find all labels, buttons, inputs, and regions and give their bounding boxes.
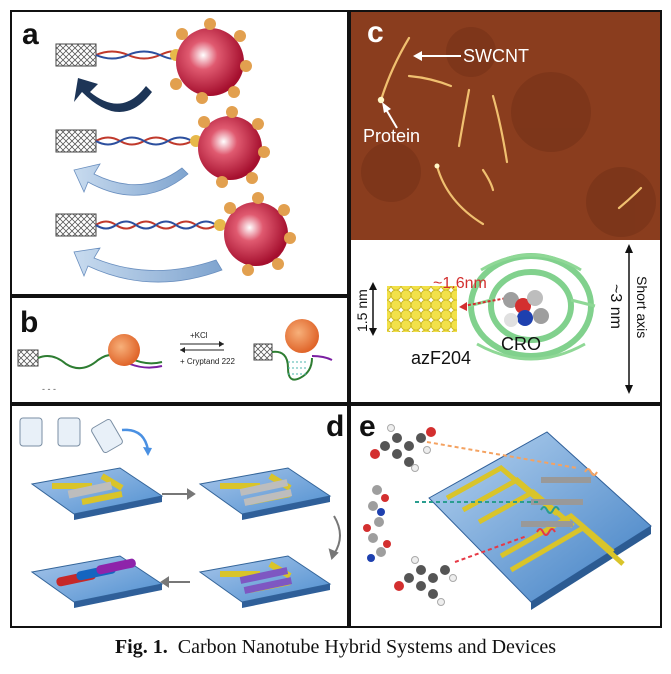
residue-label: azF204: [411, 348, 471, 368]
svg-text:- - -: - - -: [42, 384, 56, 394]
figure-caption: Fig. 1. Carbon Nanotube Hybrid Systems a…: [0, 636, 671, 659]
panel-c: SWCNT Protein c 1.5 nm ~1.6nm: [349, 10, 662, 404]
panel-b: b - - - +KCl + Cryptand 222: [10, 296, 349, 404]
panel-d-illustration: [19, 417, 341, 608]
protein-label: Protein: [363, 126, 420, 146]
panel-b-label: b: [20, 306, 39, 339]
short-axis-label: Short axis: [634, 276, 650, 338]
chromophore-label: CRO: [501, 334, 541, 354]
hybrid-row-2: [55, 106, 270, 196]
panel-d: d: [10, 404, 349, 628]
vials: [19, 417, 152, 456]
cryptand-label: + Cryptand 222: [180, 357, 235, 366]
hybrid-row-3: [55, 192, 296, 283]
chip-step-2: [198, 467, 332, 520]
steroid-molecule-top: [370, 424, 436, 472]
caption-text: Carbon Nanotube Hybrid Systems and Devic…: [177, 636, 557, 658]
panel-a-label: a: [22, 18, 39, 51]
diameter-label: 1.5 nm: [354, 289, 370, 332]
afm-image: SWCNT Protein c: [351, 12, 660, 240]
chip-step-4: [30, 555, 164, 608]
panel-c-label: c: [367, 16, 384, 49]
protein-molecule-left: [363, 485, 391, 562]
gap-label: ~1.6nm: [433, 275, 487, 292]
panel-d-label: d: [326, 410, 345, 443]
panel-e-illustration: [363, 424, 652, 610]
chip-step-3: [198, 555, 332, 608]
swcnt-label: SWCNT: [463, 46, 529, 66]
panel-a-illustration: [55, 18, 296, 283]
steroid-molecule-bottom: [394, 556, 457, 606]
gfp-swcnt-model: 1.5 nm ~1.6nm azF204 CRO Short axis ~3 n…: [351, 240, 660, 402]
hybrid-row-1: [55, 18, 252, 112]
panel-a: a: [10, 10, 349, 296]
panel-e-label: e: [359, 410, 376, 443]
kcl-label: +KCl: [190, 331, 208, 340]
panel-e: e: [349, 404, 662, 628]
short-axis-size-label: ~3 nm: [607, 284, 624, 329]
chip-step-1: [30, 467, 164, 520]
caption-prefix: Fig. 1.: [114, 636, 168, 658]
panel-b-illustration: - - - +KCl + Cryptand 222: [17, 319, 333, 394]
